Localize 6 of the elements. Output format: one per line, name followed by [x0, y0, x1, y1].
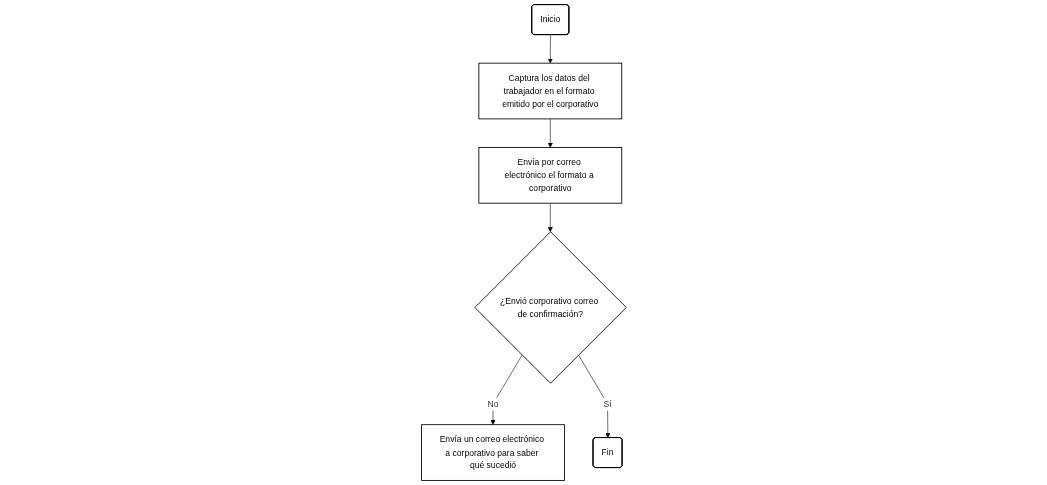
node-box: Captura los datos del trabajador en el formato emitido por el corporativo — [477, 62, 622, 120]
edge-label: Sí — [603, 398, 612, 409]
node-box: Envía un correo electrónico a corporativo para saber qué sucedió — [420, 424, 565, 481]
edge-label: No — [487, 398, 499, 409]
node-box: Envía por correo electrónico el formato a corporativo — [477, 147, 622, 204]
node-diamond: ¿Envió corporativo correo de confirmación? — [473, 231, 627, 384]
